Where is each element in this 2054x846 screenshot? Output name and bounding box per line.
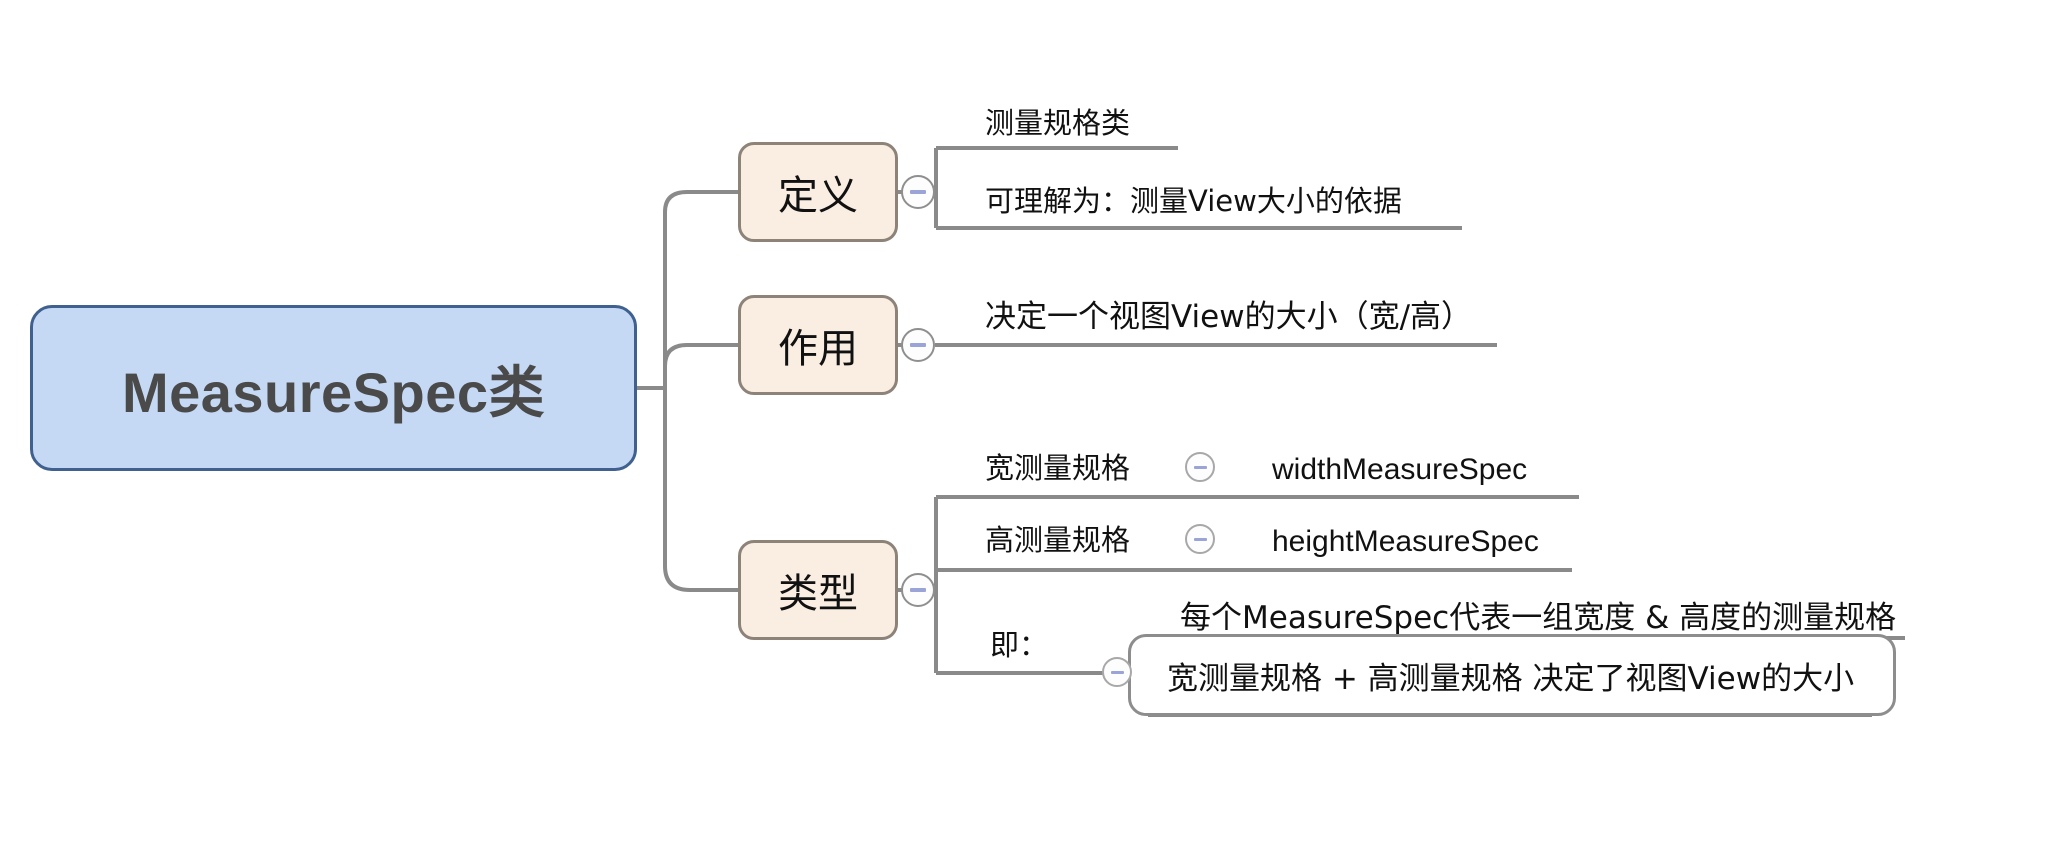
trunk-to-type <box>663 565 738 592</box>
branch-label-type: 类型 <box>778 571 858 617</box>
collapse-minus-icon-width-spec[interactable] <box>1185 452 1215 482</box>
root-label: MeasureSpec类 <box>121 360 546 424</box>
leaf-definition-1[interactable]: 测量规格类 <box>985 106 1131 140</box>
leaf-role-1[interactable]: 决定一个视图View的大小（宽/高） <box>985 299 1473 335</box>
leaf-type-1-value[interactable]: widthMeasureSpec <box>1272 453 1528 486</box>
leaf-ji-2[interactable]: 宽测量规格 + 高测量规格 决定了视图View的大小 <box>1128 634 1896 716</box>
trunk-to-definition <box>663 190 738 213</box>
minus-glyph <box>910 190 926 194</box>
collapse-minus-icon-role[interactable] <box>901 328 935 362</box>
minus-glyph <box>910 343 926 347</box>
branch-label-role: 作用 <box>778 326 858 372</box>
minus-glyph <box>1193 465 1207 469</box>
minus-glyph <box>1110 670 1124 674</box>
collapse-minus-icon-height-spec[interactable] <box>1185 524 1215 554</box>
branch-node-type[interactable]: 类型 <box>738 540 898 640</box>
leaf-ji-1[interactable]: 每个MeasureSpec代表一组宽度 & 高度的测量规格 <box>1180 600 1897 636</box>
leaf-type-2-value[interactable]: heightMeasureSpec <box>1272 525 1539 558</box>
leaf-type-1-label[interactable]: 宽测量规格 <box>985 451 1131 485</box>
root-node[interactable]: MeasureSpec类 <box>30 305 637 471</box>
collapse-minus-icon-ji[interactable] <box>1102 657 1132 687</box>
minus-glyph <box>910 588 926 592</box>
leaf-type-3-label[interactable]: 即： <box>990 628 1049 662</box>
leaf-definition-2[interactable]: 可理解为：测量View大小的依据 <box>985 184 1402 218</box>
leaf-type-2-label[interactable]: 高测量规格 <box>985 523 1131 557</box>
minus-glyph <box>1193 537 1207 541</box>
branch-node-definition[interactable]: 定义 <box>738 142 898 242</box>
collapse-minus-icon-type[interactable] <box>901 573 935 607</box>
trunk-to-role <box>663 343 738 367</box>
collapse-minus-icon-definition[interactable] <box>901 175 935 209</box>
branch-node-role[interactable]: 作用 <box>738 295 898 395</box>
branch-label-definition: 定义 <box>778 173 858 219</box>
